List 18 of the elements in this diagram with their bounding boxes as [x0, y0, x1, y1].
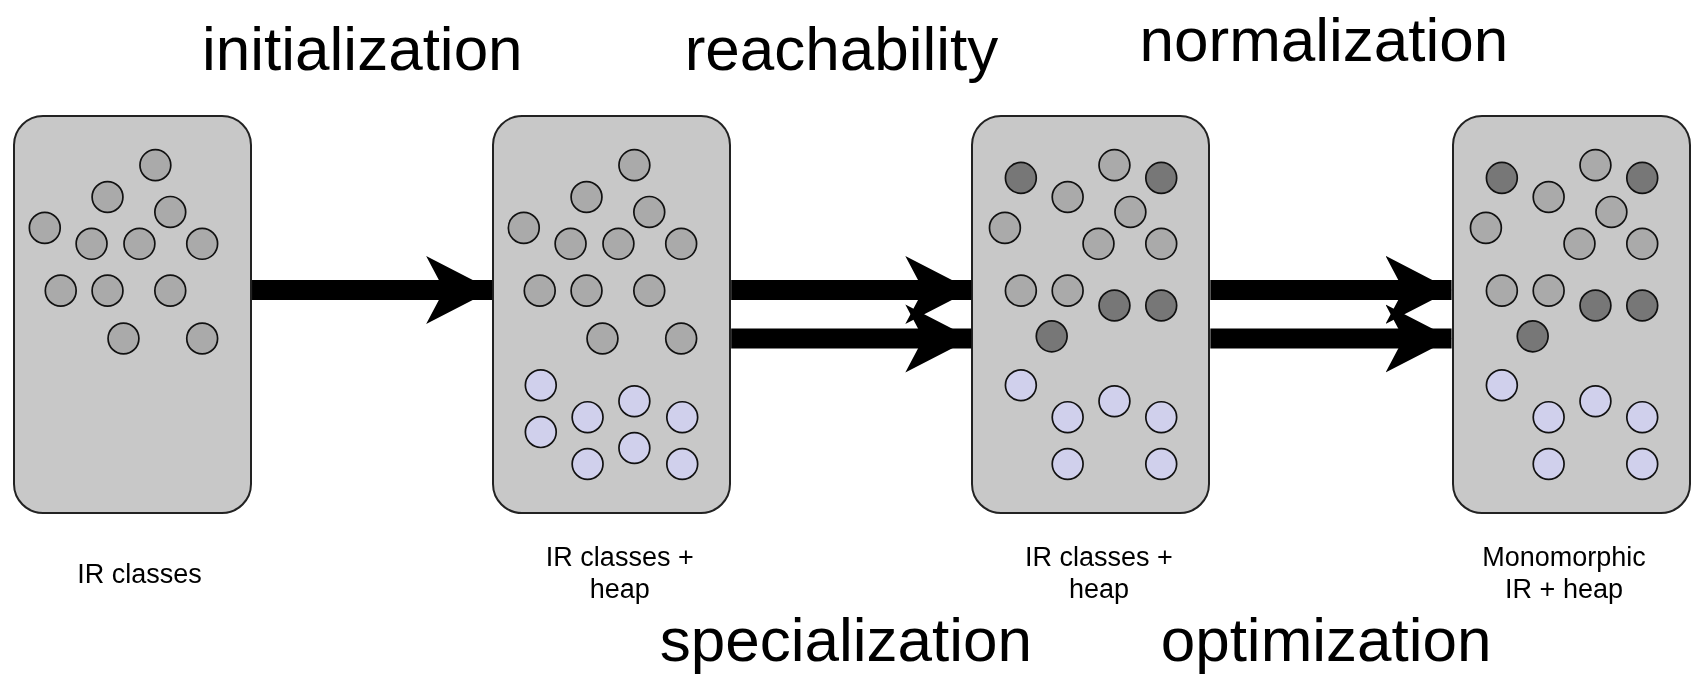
- container-box: [971, 114, 1211, 514]
- arrow: [252, 255, 493, 324]
- edge-label: specialization: [659, 605, 1032, 676]
- caption-text: Monomorphic IR + heap: [1481, 540, 1647, 605]
- edge-label: initialization: [202, 13, 523, 84]
- arrow: [1210, 304, 1452, 373]
- container-box: [1451, 114, 1691, 514]
- caption-text: IR classes + heap: [1024, 540, 1174, 605]
- container-box: [12, 114, 252, 514]
- container-box: [492, 114, 732, 514]
- arrow: [731, 255, 972, 324]
- caption-text: IR classes: [76, 558, 203, 591]
- edge-label: reachability: [684, 13, 999, 84]
- arrow: [731, 304, 972, 373]
- edge-label: normalization: [1139, 5, 1509, 75]
- edge-label: optimization: [1160, 605, 1492, 676]
- caption-text: IR classes + heap: [544, 540, 695, 605]
- arrow: [1210, 255, 1452, 324]
